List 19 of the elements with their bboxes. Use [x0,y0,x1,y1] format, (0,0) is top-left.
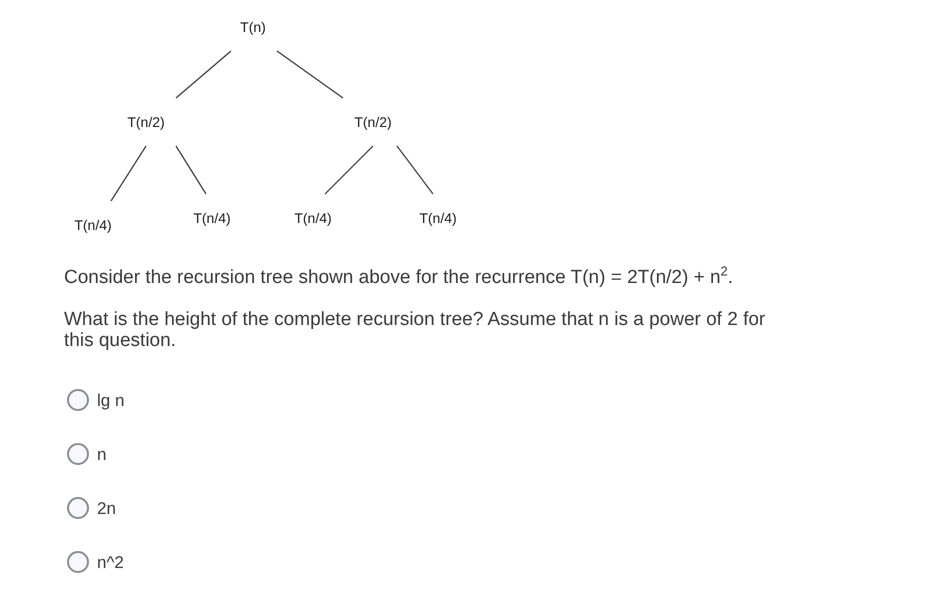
tree-node-text: T(n/2) [127,114,165,130]
question-text: What is the height of the complete recursion tree? Assume that n is a power of 2 for this question. [64,309,766,351]
tree-node-text: T(n/2) [354,114,392,130]
tree-node-text: T(n/4) [294,210,332,226]
tree-node-text: T(n/4) [419,210,457,226]
answer-option-text: n^2 [97,552,124,572]
tree-edge [396,146,434,194]
tree-node-text: T(n/4) [193,210,231,226]
tree-edge [176,50,232,98]
tree-edge [276,50,344,98]
answer-option-text: lg n [97,390,124,410]
tree-edge [110,146,146,202]
tree-node-text: T(n) [240,19,266,35]
answer-option-text: n [97,444,106,464]
tree-edge [176,146,206,194]
tree-node-text: T(n/4) [74,217,112,233]
answer-option-text: 2n [97,498,116,518]
question-text: Consider the recursion tree shown above for the recurrence T(n) = 2T(n/2) + n$^{2}$. [64,267,734,288]
tree-edge [324,146,374,194]
